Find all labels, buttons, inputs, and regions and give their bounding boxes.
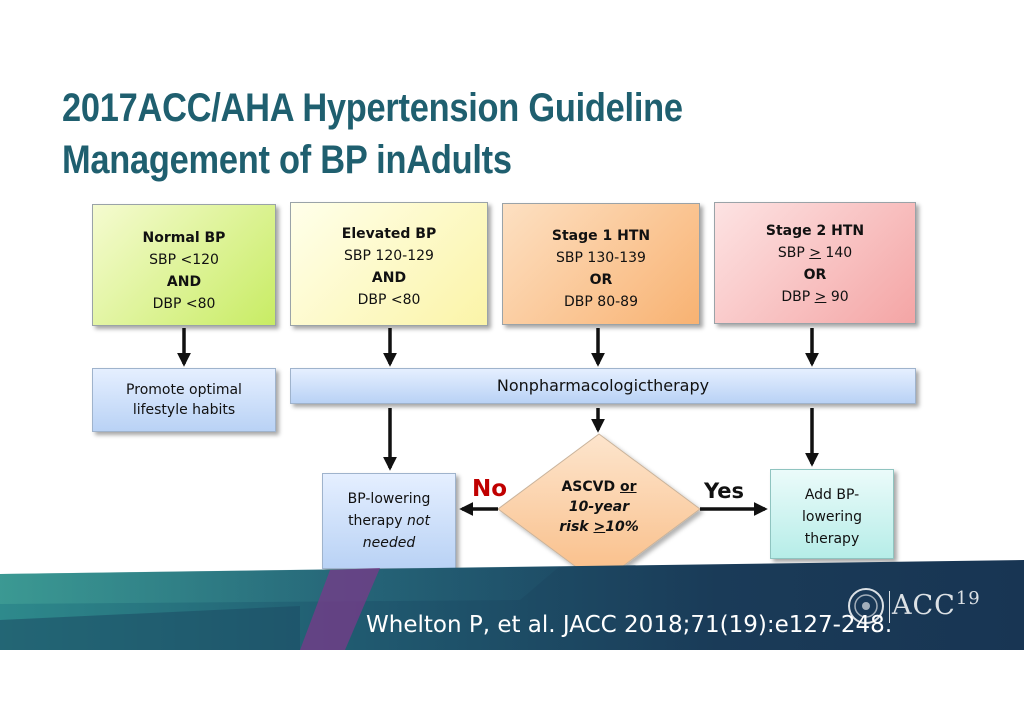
not-needed-line-3-text: needed	[362, 535, 416, 551]
stage-1-sbp: SBP 130-139	[556, 250, 646, 266]
decision-line-1b: or	[620, 479, 637, 495]
acc19-logo: ACC19	[892, 588, 981, 621]
not-needed-line-2a: therapy	[348, 513, 407, 529]
not-needed-line-1: BP-lowering	[347, 491, 431, 507]
add-line-1: Add BP-	[804, 487, 860, 503]
normal-bp-sbp: SBP <120	[149, 252, 219, 268]
decision-text: ASCVD or 10-year risk >10%	[534, 477, 664, 537]
promote-line-2: lifestyle habits	[132, 402, 236, 418]
elevated-bp-sbp: SBP 120-129	[344, 248, 434, 264]
elevated-bp-joiner: AND	[371, 270, 407, 286]
therapy-not-needed-box: BP-lowering therapy not needed	[322, 473, 456, 569]
stage-2-sbp: SBP > 140	[715, 242, 915, 264]
promote-line-1: Promote optimal	[126, 382, 242, 398]
yes-label: Yes	[704, 479, 745, 503]
title-line-2: Management of BP inAdults	[62, 138, 512, 182]
normal-bp-box: Normal BP SBP <120 AND DBP <80	[92, 204, 276, 326]
decision-line-2-text: 10-year	[568, 499, 630, 515]
stage-1-title: Stage 1 HTN	[551, 228, 651, 244]
stage-1-joiner: OR	[589, 272, 613, 288]
stage-1-htn-box: Stage 1 HTN SBP 130-139 OR DBP 80-89	[502, 203, 700, 325]
logo-number: 19	[955, 588, 981, 609]
acc-seal-icon	[848, 588, 884, 624]
no-label: No	[472, 476, 508, 502]
decision-line-3: risk >10%	[534, 517, 664, 537]
add-bp-lowering-therapy-box: Add BP- lowering therapy	[770, 469, 894, 559]
decision-line-3a: risk	[559, 519, 594, 535]
nonpharmacologic-therapy-box: Nonpharmacologictherapy	[290, 368, 916, 404]
not-needed-line-2: therapy not	[323, 510, 455, 532]
stage-2-dbp: DBP > 90	[715, 286, 915, 308]
footer-banner	[0, 560, 1024, 650]
not-needed-line-2b: not	[407, 513, 430, 529]
nonpharm-label: Nonpharmacologictherapy	[496, 376, 710, 395]
stage-2-joiner: OR	[803, 267, 827, 283]
decision-line-1a: ASCVD	[561, 479, 620, 495]
stage-2-dbp-value: 90	[826, 289, 849, 305]
stage-2-sbp-prefix: SBP	[777, 245, 810, 261]
stage-2-sbp-value: 140	[820, 245, 853, 261]
greater-equal-symbol: >	[809, 245, 821, 261]
not-needed-line-3: needed	[323, 532, 455, 554]
elevated-bp-title: Elevated BP	[341, 226, 437, 242]
page-title: 2017ACC/AHA Hypertension Guideline Manag…	[62, 82, 836, 186]
normal-bp-title: Normal BP	[142, 230, 226, 246]
title-line-1: 2017ACC/AHA Hypertension Guideline	[62, 86, 683, 130]
add-line-3: therapy	[804, 531, 860, 547]
elevated-bp-box: Elevated BP SBP 120-129 AND DBP <80	[290, 202, 488, 326]
stage-2-title: Stage 2 HTN	[765, 223, 865, 239]
stage-2-dbp-prefix: DBP	[781, 289, 815, 305]
logo-divider	[889, 591, 890, 623]
greater-equal-symbol: >	[814, 289, 827, 305]
decision-line-1: ASCVD or	[534, 477, 664, 497]
normal-bp-joiner: AND	[166, 274, 202, 290]
stage-2-htn-box: Stage 2 HTN SBP > 140 OR DBP > 90	[714, 202, 916, 324]
decision-line-2: 10-year	[534, 497, 664, 517]
decision-line-3b: 10%	[605, 519, 639, 535]
greater-equal-symbol: >	[593, 519, 606, 535]
elevated-bp-dbp: DBP <80	[357, 292, 421, 308]
logo-text: ACC	[892, 590, 956, 621]
stage-1-dbp: DBP 80-89	[564, 294, 638, 310]
citation: Whelton P, et al. JACC 2018;71(19):e127-…	[366, 612, 893, 638]
normal-bp-dbp: DBP <80	[152, 296, 216, 312]
promote-lifestyle-box: Promote optimal lifestyle habits	[92, 368, 276, 432]
add-line-2: lowering	[802, 509, 862, 525]
